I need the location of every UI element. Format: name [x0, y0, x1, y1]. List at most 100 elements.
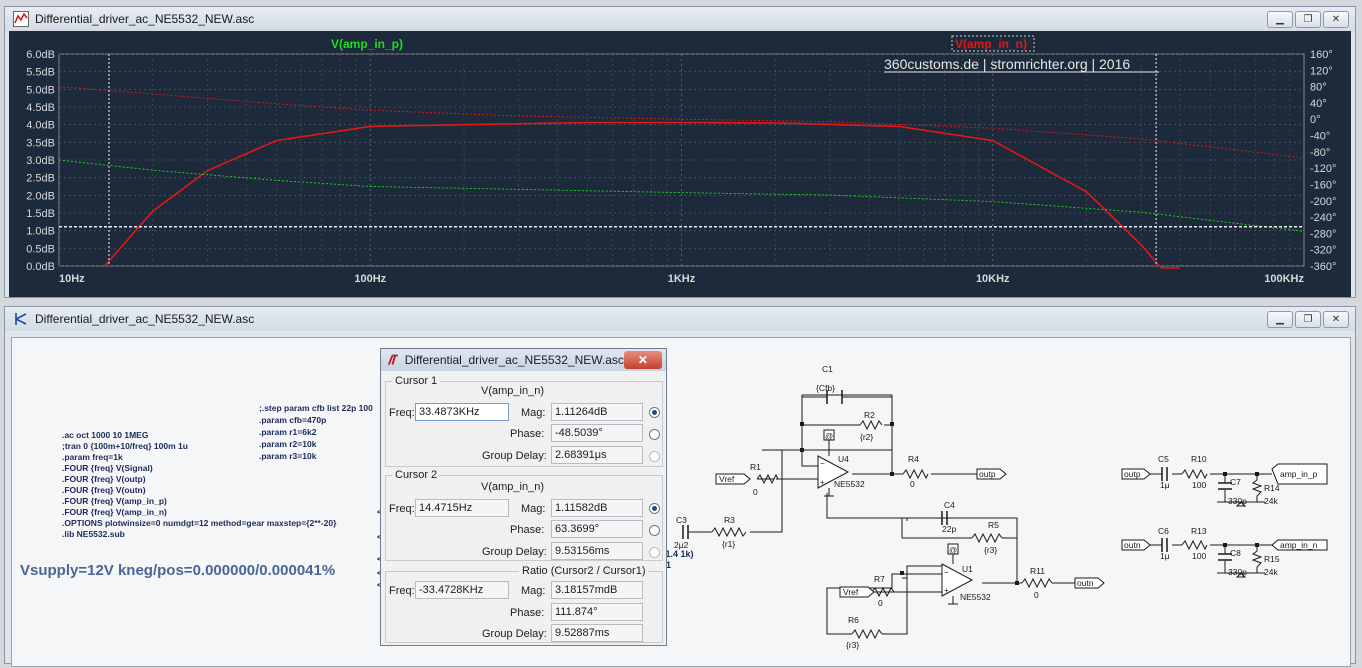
y-left-tick-label: 0.5dB — [26, 243, 55, 255]
netflag-outp2 — [1121, 468, 1151, 480]
svg-text:{Cfb}: {Cfb} — [816, 383, 835, 393]
cursor2-mag-radio[interactable] — [649, 503, 660, 514]
cursor2-phase-radio[interactable] — [649, 525, 660, 536]
svg-text:330p: 330p — [1228, 496, 1247, 506]
directive-line: .param freq=1k — [62, 452, 123, 462]
netflag-amp-in-n — [1271, 539, 1328, 551]
y-left-tick-label: 1.5dB — [26, 208, 55, 220]
cursor2-group-delay-radio[interactable] — [649, 547, 660, 558]
svg-text:outn: outn — [1124, 540, 1141, 550]
trace-label-amp-in-n[interactable]: V(amp_in_n) — [955, 37, 1027, 51]
svg-text:amp_in_n: amp_in_n — [1280, 540, 1318, 550]
schematic-titlebar[interactable]: Differential_driver_ac_NE5532_NEW.asc ▁ … — [5, 307, 1355, 331]
resistor-r6 — [851, 628, 883, 640]
schematic-icon — [15, 313, 27, 325]
cursor-dialog-titlebar[interactable]: Differential_driver_ac_NE5532_NEW.asc ✕ — [381, 349, 666, 371]
opamp-u4[interactable] — [817, 455, 850, 489]
waveform-window[interactable]: Differential_driver_ac_NE5532_NEW.asc ▁ … — [4, 6, 1356, 298]
svg-text:0: 0 — [1034, 590, 1039, 600]
close-button[interactable]: ✕ — [1323, 310, 1349, 328]
waveform-titlebar[interactable]: Differential_driver_ac_NE5532_NEW.asc ▁ … — [5, 7, 1355, 31]
param-line: .param r2=10k — [259, 439, 317, 449]
minimize-button[interactable]: ▁ — [1267, 10, 1293, 28]
cursor2-group: Cursor 2 — [385, 469, 663, 561]
trace-label-amp-in-p[interactable]: V(amp_in_p) — [331, 37, 403, 51]
directive-line: .FOUR {freq} V(Signal) — [62, 463, 153, 473]
capacitor-c8 — [1218, 553, 1232, 561]
junction-dots — [800, 422, 1259, 585]
close-button[interactable]: ✕ — [1323, 10, 1349, 28]
svg-text:22p: 22p — [942, 524, 956, 534]
svg-text:R2: R2 — [864, 410, 875, 420]
svg-text:R11: R11 — [1030, 566, 1045, 576]
param-line: .param r3=10k — [259, 451, 317, 461]
y-right-tick-label: -80° — [1310, 147, 1330, 159]
close-button[interactable]: ✕ — [623, 351, 662, 369]
waveform-icon — [13, 11, 29, 27]
cursor1-mag-radio[interactable] — [649, 407, 660, 418]
svg-text:C8: C8 — [1230, 548, 1241, 558]
resistor-r15 — [1251, 550, 1263, 568]
cursor1-phase-radio[interactable] — [649, 429, 660, 440]
group-label: Cursor 2 — [392, 469, 441, 481]
y-right-tick-label: -320° — [1310, 245, 1336, 257]
capacitor-c3 — [682, 525, 689, 539]
svg-text:outn: outn — [1077, 578, 1094, 588]
x-tick-label: 10KHz — [976, 273, 1010, 285]
minimize-button[interactable]: ▁ — [1267, 310, 1293, 328]
cursor-dialog[interactable]: Differential_driver_ac_NE5532_NEW.asc ✕ … — [380, 348, 667, 646]
restore-button[interactable]: ❐ — [1295, 310, 1321, 328]
step-param-directives: ;.step param cfb list 22p 100 .param cfb… — [259, 403, 373, 461]
svg-text:@: @ — [949, 546, 957, 555]
spice-directives: .ac oct 1000 10 1MEG ;tran 0 {100m+10/fr… — [62, 430, 337, 539]
svg-text:+: + — [820, 478, 825, 487]
opamp-u1[interactable] — [941, 563, 974, 597]
y-right-tick-label: 40° — [1310, 98, 1327, 110]
svg-text:U4: U4 — [838, 454, 849, 464]
right-axis-ticks: 160°120°80°40°0°-40°-80°-120°-160°-200°-… — [1310, 49, 1336, 273]
svg-text:0: 0 — [753, 487, 758, 497]
cursor1-freq-field[interactable]: 33.4873KHz — [415, 403, 509, 421]
directive-line: ;tran 0 {100m+10/freq} 100m 1u — [62, 441, 188, 451]
hidden-text-fragment: < — [377, 568, 382, 578]
svg-text:outp: outp — [1124, 469, 1141, 479]
resistors — [711, 419, 1263, 640]
resistor-r7 — [871, 586, 895, 598]
y-left-tick-label: 5.5dB — [26, 67, 55, 79]
svg-text:@: @ — [825, 432, 833, 441]
schematic-drawing[interactable]: .ac oct 1000 10 1MEG ;tran 0 {100m+10/fr… — [12, 338, 1350, 666]
resistor-r13 — [1181, 539, 1208, 551]
plot-grid — [58, 53, 1305, 267]
cursor2-freq-field[interactable]: 14.4715Hz — [415, 499, 509, 517]
y-right-tick-label: 120° — [1310, 65, 1333, 77]
cursor-dialog-title: Differential_driver_ac_NE5532_NEW.asc — [404, 353, 624, 367]
svg-text:{r3}: {r3} — [984, 545, 997, 555]
cursor1-group: Cursor 1 — [385, 375, 663, 467]
bode-plot[interactable]: 6.0dB5.5dB5.0dB4.5dB4.0dB3.5dB3.0dB2.5dB… — [9, 31, 1351, 297]
y-right-tick-label: -160° — [1310, 179, 1336, 191]
svg-text:{r2}: {r2} — [860, 432, 873, 442]
cursor1-group-delay-radio[interactable] — [649, 451, 660, 462]
cursor2-group-delay-value: 9.53156ms — [551, 542, 643, 560]
svg-text:R5: R5 — [988, 520, 999, 530]
restore-button[interactable]: ❐ — [1295, 10, 1321, 28]
svg-text:2μ2: 2μ2 — [674, 540, 689, 550]
svg-text:R15: R15 — [1264, 554, 1280, 564]
phase-trace — [58, 86, 1305, 159]
x-tick-label: 1KHz — [668, 273, 696, 285]
netflag-outn — [1074, 577, 1105, 589]
schematic-canvas[interactable]: .ac oct 1000 10 1MEG ;tran 0 {100m+10/fr… — [11, 337, 1351, 667]
svg-text:NE5532: NE5532 — [960, 592, 991, 602]
svg-text:0: 0 — [878, 598, 883, 608]
svg-text:330p: 330p — [1228, 567, 1247, 577]
svg-text:100: 100 — [1192, 480, 1206, 490]
y-left-tick-label: 5.0dB — [26, 84, 55, 96]
svg-text:R3: R3 — [724, 515, 735, 525]
schematic-window[interactable]: Differential_driver_ac_NE5532_NEW.asc ▁ … — [4, 306, 1356, 667]
y-right-tick-label: 80° — [1310, 82, 1327, 94]
svg-text:100: 100 — [1192, 551, 1206, 561]
svg-text:R4: R4 — [908, 454, 919, 464]
watermark-text: 360customs.de | stromrichter.org | 2016 — [884, 56, 1130, 72]
x-tick-label: 10Hz — [59, 273, 85, 285]
